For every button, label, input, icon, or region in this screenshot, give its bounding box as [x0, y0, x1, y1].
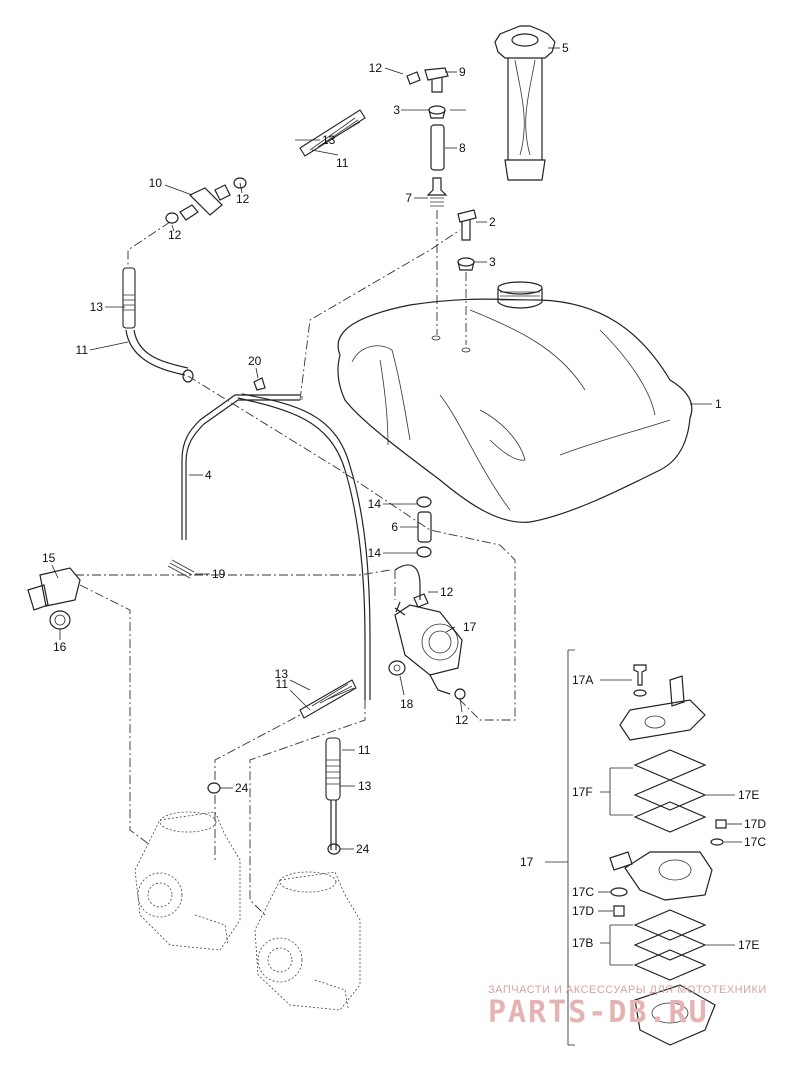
- callout-12: 12: [440, 585, 454, 599]
- callout-17E: 17E: [738, 788, 759, 802]
- connection-lines: [75, 210, 516, 916]
- callout-16: 16: [53, 640, 67, 654]
- watermark: ЗАПЧАСТИ И АКСЕССУАРЫ ДЛЯ МОТОТЕХНИКИ PA…: [488, 984, 767, 1030]
- callout-labels: 1 2 3 3 4 5 6 7 8 9 10 11 11 11 11 12 12…: [42, 41, 766, 952]
- callout-17: 17: [463, 620, 477, 634]
- callout-3: 3: [489, 255, 496, 269]
- callout-18: 18: [400, 697, 414, 711]
- callout-17D: 17D: [744, 817, 766, 831]
- callout-12: 12: [369, 61, 383, 75]
- callout-7: 7: [405, 191, 412, 205]
- callout-11: 11: [358, 743, 371, 757]
- fuel-primer: [27, 567, 81, 630]
- fuel-level-sender: [494, 25, 556, 181]
- callout-13: 13: [90, 300, 104, 314]
- callout-17C: 17C: [744, 835, 766, 849]
- breather-line: [237, 393, 371, 700]
- callout-6: 6: [391, 520, 398, 534]
- fuel-tank: [337, 281, 693, 523]
- callout-13: 13: [275, 667, 289, 681]
- fuel-filter-assembly: [165, 177, 247, 224]
- callout-5: 5: [562, 41, 569, 55]
- callout-2: 2: [489, 215, 496, 229]
- callout-11: 11: [76, 343, 89, 357]
- middle-hose: [299, 679, 357, 719]
- callout-17: 17: [520, 855, 534, 869]
- callout-17F: 17F: [572, 785, 593, 799]
- callout-17D: 17D: [572, 904, 594, 918]
- callout-10: 10: [149, 176, 163, 190]
- callout-15: 15: [42, 551, 56, 565]
- watermark-brand: PARTS-DB.RU: [488, 995, 709, 1030]
- callout-11: 11: [336, 156, 349, 170]
- fuel-pump-exploded: [609, 664, 727, 1046]
- upper-hose: [299, 109, 366, 157]
- callout-12: 12: [168, 228, 182, 242]
- callout-20: 20: [248, 354, 262, 368]
- callout-14: 14: [368, 497, 382, 511]
- callout-17E: 17E: [738, 938, 759, 952]
- callout-24: 24: [356, 842, 370, 856]
- callout-24: 24: [235, 781, 249, 795]
- detail-bracket: [545, 649, 742, 1046]
- callout-11: 11: [276, 677, 289, 691]
- callout-14: 14: [368, 546, 382, 560]
- callout-12: 12: [236, 192, 250, 206]
- callout-19: 19: [212, 567, 226, 581]
- left-hose: [122, 267, 194, 383]
- callout-13: 13: [322, 133, 336, 147]
- upper-fittings: [406, 67, 477, 271]
- callout-4: 4: [205, 468, 212, 482]
- callout-1: 1: [715, 397, 722, 411]
- callout-13: 13: [358, 779, 372, 793]
- callout-17C: 17C: [572, 885, 594, 899]
- callout-9: 9: [459, 65, 466, 79]
- callout-12: 12: [455, 713, 469, 727]
- leader-lines: [51, 47, 712, 850]
- carburetor-left: [134, 811, 241, 951]
- carburetor-hose: [325, 737, 341, 850]
- callout-3: 3: [393, 103, 400, 117]
- callout-17B: 17B: [572, 936, 593, 950]
- carburetor-right: [254, 871, 361, 1011]
- vent-line: [167, 377, 303, 579]
- watermark-tagline: ЗАПЧАСТИ И АКСЕССУАРЫ ДЛЯ МОТОТЕХНИКИ: [488, 984, 767, 996]
- callout-17A: 17A: [572, 673, 593, 687]
- callout-8: 8: [459, 141, 466, 155]
